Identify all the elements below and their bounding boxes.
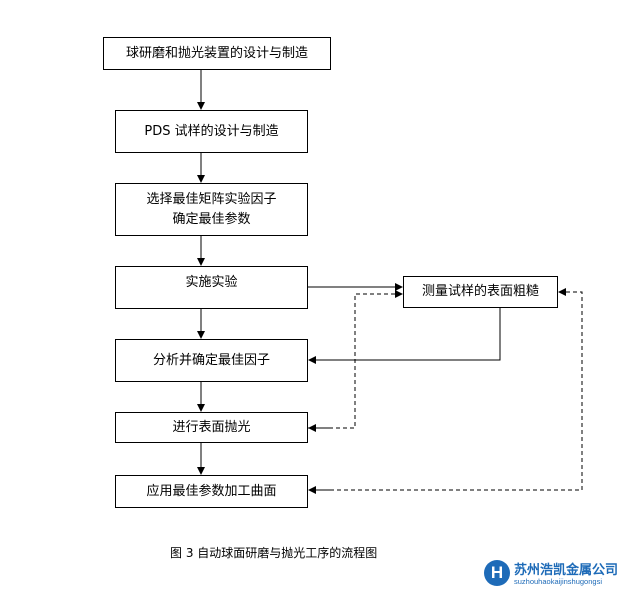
step-design-specimen-label: PDS 试样的设计与制造 — [144, 123, 279, 139]
step-select-factors-line2: 确定最佳参数 — [172, 211, 251, 227]
step-surface-polish: 进行表面抛光 — [115, 412, 308, 443]
watermark-logo: H 苏州浩凯金属公司 suzhouhaokaijinshugongsi — [484, 558, 620, 590]
arrow-side-to-s5 — [308, 308, 501, 364]
dashed-arrow-s7-to-side — [309, 288, 583, 491]
dashed-arrow-s6-to-side — [308, 290, 403, 429]
figure-caption: 图 3 自动球面研磨与抛光工序的流程图 — [170, 546, 378, 560]
step-analyze-factors: 分析并确定最佳因子 — [115, 339, 308, 382]
step-apply-parameters: 应用最佳参数加工曲面 — [115, 475, 308, 508]
step-surface-polish-label: 进行表面抛光 — [172, 419, 251, 435]
step-design-device-label: 球研磨和抛光装置的设计与制造 — [125, 45, 308, 61]
step-apply-parameters-label: 应用最佳参数加工曲面 — [146, 483, 277, 499]
logo-company-pinyin: suzhouhaokaijinshugongsi — [514, 577, 602, 586]
step-select-factors-line1: 选择最佳矩阵实验因子 — [146, 191, 277, 207]
logo-company-name: 苏州浩凯金属公司 — [514, 563, 619, 578]
step-measure-roughness-label: 测量试样的表面粗糙 — [421, 284, 539, 299]
step-select-factors: 选择最佳矩阵实验因子 确定最佳参数 — [115, 183, 308, 236]
step-design-device: 球研磨和抛光装置的设计与制造 — [103, 37, 331, 70]
logo-h-icon: H — [484, 560, 510, 586]
step-run-experiment: 实施实验 — [115, 266, 308, 309]
step-run-experiment-label: 实施实验 — [185, 275, 238, 290]
step-measure-roughness: 测量试样的表面粗糙 — [403, 276, 558, 308]
step-analyze-factors-label: 分析并确定最佳因子 — [152, 352, 270, 368]
step-design-specimen: PDS 试样的设计与制造 — [115, 110, 308, 153]
